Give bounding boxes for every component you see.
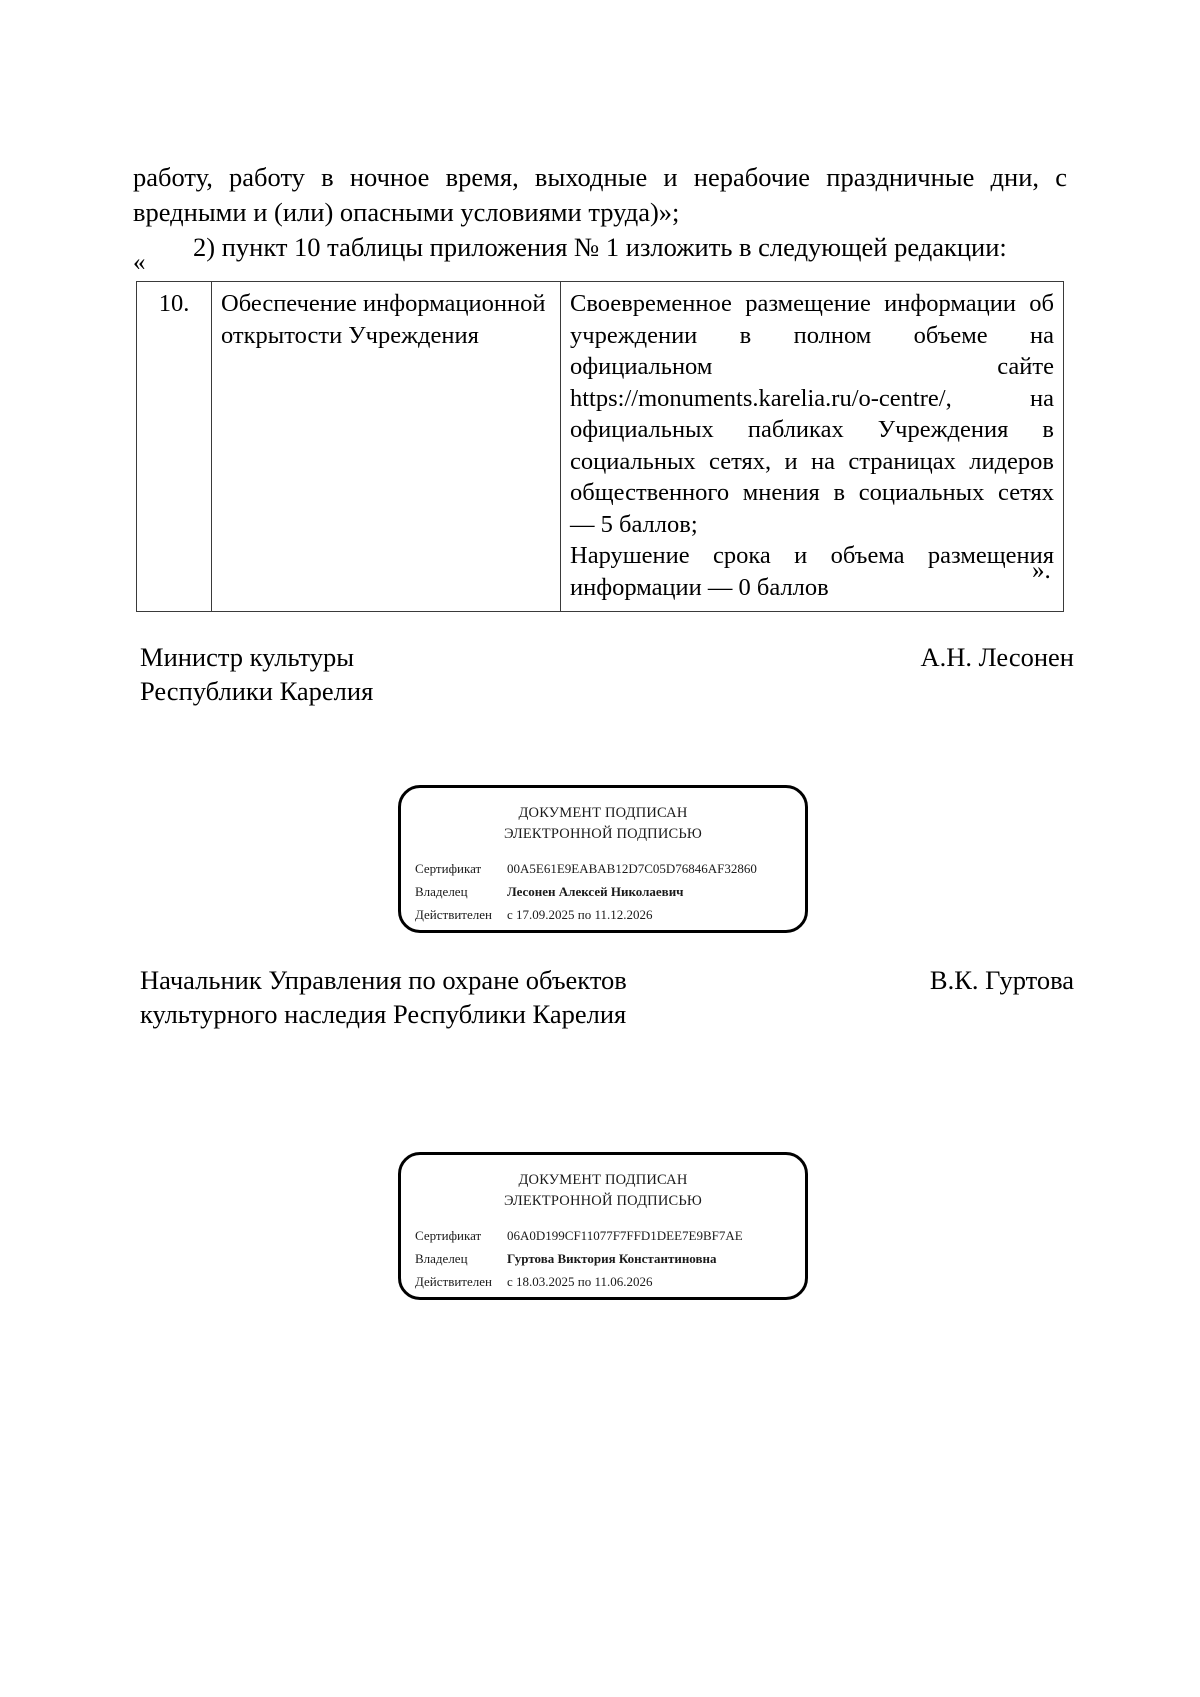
signature-role-head: Начальник Управления по охране объектов … [140, 963, 627, 1031]
signature-role-line-2: Республики Карелия [140, 676, 374, 706]
stamp-owner-label: Владелец [415, 1251, 468, 1266]
quote-close-mark: ». [1032, 557, 1051, 584]
stamp-fields: Сертификат 00A5E61E9EABAB12D7C05D76846AF3… [401, 857, 805, 926]
paragraph-item-2: 2) пункт 10 таблицы приложения № 1 излож… [193, 232, 1007, 262]
stamp-validity-row: Действителен с 17.09.2025 по 11.12.2026 [415, 903, 805, 926]
signature-role-minister: Министр культуры Республики Карелия [140, 640, 373, 708]
stamp-certificate-value: 00A5E61E9EABAB12D7C05D76846AF32860 [507, 861, 757, 876]
stamp-title-line-2: ЭЛЕКТРОННОЙ ПОДПИСЬЮ [503, 1193, 703, 1209]
stamp-validity-label: Действителен [415, 1274, 492, 1289]
stamp-certificate-row: Сертификат 06A0D199CF11077F7FFD1DEE7E9BF7… [415, 1224, 805, 1247]
stamp-validity-label: Действителен [415, 907, 492, 922]
signature-person-minister: А.Н. Лесонен [920, 642, 1074, 672]
stamp-title: ДОКУМЕНТ ПОДПИСАН ЭЛЕКТРОННОЙ ПОДПИСЬЮ [401, 1155, 805, 1212]
stamp-title-line-2: ЭЛЕКТРОННОЙ ПОДПИСЬЮ [503, 826, 703, 842]
stamp-validity-value: с 17.09.2025 по 11.12.2026 [507, 907, 653, 922]
stamp-title: ДОКУМЕНТ ПОДПИСАН ЭЛЕКТРОННОЙ ПОДПИСЬЮ [401, 788, 805, 845]
table-cell-criteria: Своевременное размещение информации об у… [560, 281, 1064, 612]
electronic-signature-stamp-minister: ДОКУМЕНТ ПОДПИСАН ЭЛЕКТРОННОЙ ПОДПИСЬЮ С… [398, 785, 808, 933]
stamp-certificate-label: Сертификат [415, 1228, 482, 1243]
signature-block-minister: Министр культуры Республики Карелия А.Н.… [140, 640, 1074, 708]
criteria-paragraph-2: Нарушение срока и объема размещения инфо… [570, 542, 1054, 601]
body-text-block: работу, работу в ночное время, выходные … [133, 160, 1067, 265]
stamp-certificate-label: Сертификат [415, 861, 482, 876]
table-row: 10. Обеспечение информационной открытост… [136, 281, 1064, 612]
table-cell-number: 10. [136, 281, 212, 612]
stamp-owner-label: Владелец [415, 884, 468, 899]
stamp-certificate-value: 06A0D199CF11077F7FFD1DEE7E9BF7AE [507, 1228, 743, 1243]
signature-person-head: В.К. Гуртова [929, 965, 1074, 995]
stamp-owner-value: Лесонен Алексей Николаевич [507, 884, 684, 899]
signature-role-line-1: Министр культуры [140, 642, 355, 672]
criteria-table: 10. Обеспечение информационной открытост… [136, 281, 1064, 612]
stamp-owner-row: Владелец Лесонен Алексей Николаевич [415, 880, 805, 903]
signature-role-line-1: Начальник Управления по охране объектов [140, 965, 627, 995]
stamp-validity-row: Действителен с 18.03.2025 по 11.06.2026 [415, 1270, 805, 1293]
paragraph-continuation: работу, работу в ночное время, выходные … [133, 162, 1067, 227]
signature-role-line-2: культурного наследия Республики Карелия [140, 999, 627, 1029]
stamp-validity-value: с 18.03.2025 по 11.06.2026 [507, 1274, 653, 1289]
table-cell-indicator-name: Обеспечение информационной открытости Уч… [211, 281, 561, 612]
stamp-title-line-1: ДОКУМЕНТ ПОДПИСАН [518, 805, 688, 821]
criteria-paragraph-1: Своевременное размещение информации об у… [570, 290, 1054, 538]
electronic-signature-stamp-head: ДОКУМЕНТ ПОДПИСАН ЭЛЕКТРОННОЙ ПОДПИСЬЮ С… [398, 1152, 808, 1300]
stamp-title-line-1: ДОКУМЕНТ ПОДПИСАН [518, 1172, 688, 1188]
stamp-certificate-row: Сертификат 00A5E61E9EABAB12D7C05D76846AF3… [415, 857, 805, 880]
stamp-owner-value: Гуртова Виктория Константиновна [507, 1251, 717, 1266]
signature-block-head-of-department: Начальник Управления по охране объектов … [140, 963, 1074, 1031]
stamp-fields: Сертификат 06A0D199CF11077F7FFD1DEE7E9BF7… [401, 1224, 805, 1293]
stamp-owner-row: Владелец Гуртова Виктория Константиновна [415, 1247, 805, 1270]
quote-open-mark: « [133, 249, 146, 276]
